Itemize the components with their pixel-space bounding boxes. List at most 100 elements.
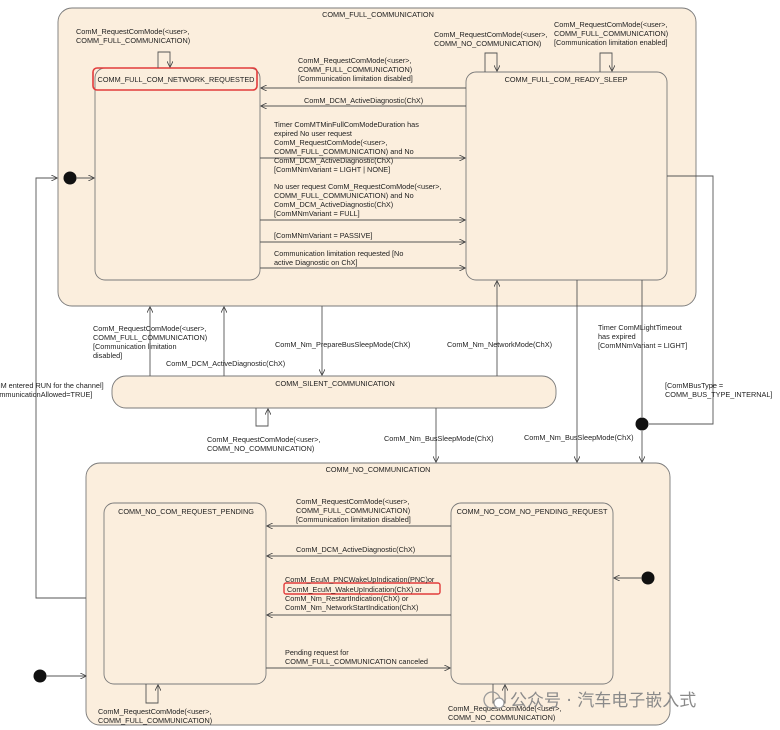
nr-self-loop [157, 51, 170, 68]
label-silent-to-full-2: ComM_DCM_ActiveDiagnostic(ChX) [166, 359, 285, 368]
label-line: EcuM entered RUN for the channel] [0, 381, 104, 390]
ready-sleep-state [465, 71, 668, 281]
no-pending-request-state [450, 502, 614, 685]
label-line: Communication limitation requested [No [274, 249, 403, 258]
label-line: COMM_NO_COMMUNICATION) [207, 444, 314, 453]
label-line: [ComMBusType = [665, 381, 723, 390]
rs-self-loop-full [599, 52, 612, 72]
label-line: [ComMNmVariant = LIGHT] [598, 341, 687, 350]
label-line: ComM_EcuM_WakeUpIndication(ChX) or [287, 585, 422, 594]
label-line: [Communication limitation [93, 342, 177, 351]
label-rs-to-nr-1: ComM_RequestComMode(<user>, COMM_FULL_CO… [298, 56, 413, 83]
label-silent-to-rs: ComM_Nm_NetworkMode(ChX) [447, 340, 552, 349]
label-line: ComM_EcuM_PNCWakeUpIndication(PNC)or [285, 575, 435, 584]
rp-self-loop [145, 684, 158, 704]
label-np-self: ComM_RequestComMode(<user>, COMM_NO_COMM… [448, 704, 562, 722]
request-pending-state [103, 502, 267, 685]
label-line: ComM_RequestComMode(<user>, [298, 56, 412, 65]
label-line: ComM_Nm_NetworkMode(ChX) [447, 340, 552, 349]
label-np-to-rp-1: ComM_RequestComMode(<user>, COMM_FULL_CO… [296, 497, 411, 524]
label-line: ComM_RequestComMode(<user>, [554, 20, 668, 29]
label-line: ComM_Nm_BusSleepMode(ChX) [384, 434, 494, 443]
watermark: 公众号 · 汽车电子嵌入式 [483, 691, 696, 711]
label-line: COMM_FULL_COMMUNICATION) [296, 506, 410, 515]
label-nr-to-rs-1: Timer ComMTMinFullComModeDuration has ex… [274, 120, 419, 174]
label-rs-to-nr-2: ComM_DCM_ActiveDiagnostic(ChX) [304, 96, 423, 105]
label-line: [Communication limitation disabled] [298, 74, 413, 83]
label-rs-self-no: ComM_RequestComMode(<user>, COMM_NO_COMM… [434, 30, 548, 48]
wechat-icon-inner [493, 697, 505, 709]
label-line: ComM_DCM_ActiveDiagnostic(ChX) [296, 545, 415, 554]
label-line: No user request ComM_RequestComMode(<use… [274, 182, 442, 191]
label-np-to-rp-3: ComM_EcuM_PNCWakeUpIndication(PNC)or Com… [285, 575, 435, 612]
no-communication-label: COMM_NO_COMMUNICATION [326, 465, 431, 474]
label-nr-to-rs-3: [ComMNmVariant = PASSIVE] [274, 231, 372, 240]
label-line: ComM_DCM_ActiveDiagnostic(ChX) [166, 359, 285, 368]
label-line: COMM_FULL_COMMUNICATION) [93, 333, 207, 342]
label-line: COMM_NO_COMMUNICATION) [448, 713, 555, 722]
silent-self-loop [255, 408, 268, 427]
label-line: ComM_DCM_ActiveDiagnostic(ChX) [274, 156, 393, 165]
label-line: Timer ComMLightTimeout [598, 323, 682, 332]
label-line: disabled] [93, 351, 122, 360]
full-communication-label: COMM_FULL_COMMUNICATION [322, 10, 434, 19]
label-line: [Communication limitation enabled] [554, 38, 668, 47]
label-line: COMM_FULL_COMMUNICATION) and No [274, 191, 414, 200]
label-bus-internal: [ComMBusType = COMM_BUS_TYPE_INTERNAL] [665, 381, 772, 399]
label-line: Pending request for [285, 648, 349, 657]
label-line: [CommunicationAllowed=TRUE] [0, 390, 92, 399]
label-line: active Diagnostic on ChX] [274, 258, 358, 267]
network-requested-label: COMM_FULL_COM_NETWORK_REQUESTED [98, 75, 255, 84]
label-nr-to-rs-4: Communication limitation requested [No a… [274, 249, 403, 267]
label-line: COMM_FULL_COMMUNICATION) [76, 36, 190, 45]
label-line: COMM_FULL_COMMUNICATION canceled [285, 657, 428, 666]
label-line: expired No user request [274, 129, 352, 138]
label-np-to-rp-2: ComM_DCM_ActiveDiagnostic(ChX) [296, 545, 415, 554]
label-line: COMM_FULL_COMMUNICATION) [554, 29, 668, 38]
wakeup-indication-highlight [283, 582, 441, 595]
label-line: [Communication limitation disabled] [296, 515, 411, 524]
label-line: ComM_DCM_ActiveDiagnostic(ChX) [274, 200, 393, 209]
label-line: has expired [598, 332, 636, 341]
label-line: ComM_RequestComMode(<user>, [434, 30, 548, 39]
label-rp-to-np: Pending request for COMM_FULL_COMMUNICAT… [285, 648, 428, 666]
initial-dot-no-pending [641, 571, 655, 585]
label-rs-to-no: ComM_Nm_BusSleepMode(ChX) [524, 433, 634, 442]
label-silent-self: ComM_RequestComMode(<user>, COMM_NO_COMM… [207, 435, 321, 453]
label-line: COMM_BUS_TYPE_INTERNAL] [665, 390, 772, 399]
label-rs-self-full: ComM_RequestComMode(<user>, COMM_FULL_CO… [554, 20, 668, 47]
label-line: ComM_DCM_ActiveDiagnostic(ChX) [304, 96, 423, 105]
label-line: ComM_RequestComMode(<user>, [98, 707, 212, 716]
rs-self-loop-no [484, 52, 497, 72]
silent-communication-state [111, 375, 557, 409]
initial-dot-request-pending [33, 669, 47, 683]
choice-junction [635, 417, 649, 431]
label-line: ComM_Nm_NetworkStartIndication(ChX) [285, 603, 418, 612]
label-line: [ComMNmVariant = PASSIVE] [274, 231, 372, 240]
label-line: ComM_RequestComMode(<user>, [76, 27, 190, 36]
label-line: COMM_FULL_COMMUNICATION) and No [274, 147, 414, 156]
label-line: Timer ComMTMinFullComModeDuration has [274, 120, 419, 129]
label-line: ComM_Nm_BusSleepMode(ChX) [524, 433, 634, 442]
label-rp-self: ComM_RequestComMode(<user>, COMM_FULL_CO… [98, 707, 212, 725]
label-line: ComM_RequestComMode(<user>, [207, 435, 321, 444]
request-pending-label: COMM_NO_COM_REQUEST_PENDING [118, 507, 254, 516]
silent-communication-label: COMM_SILENT_COMMUNICATION [275, 379, 394, 388]
ecum-run-path [35, 178, 86, 599]
label-full-to-silent: ComM_Nm_PrepareBusSleepMode(ChX) [275, 340, 410, 349]
label-line: COMM_NO_COMMUNICATION) [434, 39, 541, 48]
no-pending-request-label: COMM_NO_COM_NO_PENDING_REQUEST [457, 507, 608, 516]
label-nr-to-rs-2: No user request ComM_RequestComMode(<use… [274, 182, 442, 218]
label-line: ComM_RequestComMode(<user>, [296, 497, 410, 506]
label-line: ComM_RequestComMode(<user>, [93, 324, 207, 333]
network-requested-highlight [92, 67, 258, 91]
label-line: COMM_FULL_COMMUNICATION) [298, 65, 412, 74]
watermark-text: 公众号 · 汽车电子嵌入式 [510, 691, 696, 711]
label-line: ComM_RequestComMode(<user>, [274, 138, 388, 147]
label-line: [ComMNmVariant = FULL] [274, 209, 360, 218]
network-requested-state [94, 67, 261, 281]
label-line: ComM_Nm_RestartIndication(ChX) or [285, 594, 409, 603]
label-line: [ComMNmVariant = LIGHT | NONE] [274, 165, 390, 174]
label-line: ComM_RequestComMode(<user>, [448, 704, 562, 713]
